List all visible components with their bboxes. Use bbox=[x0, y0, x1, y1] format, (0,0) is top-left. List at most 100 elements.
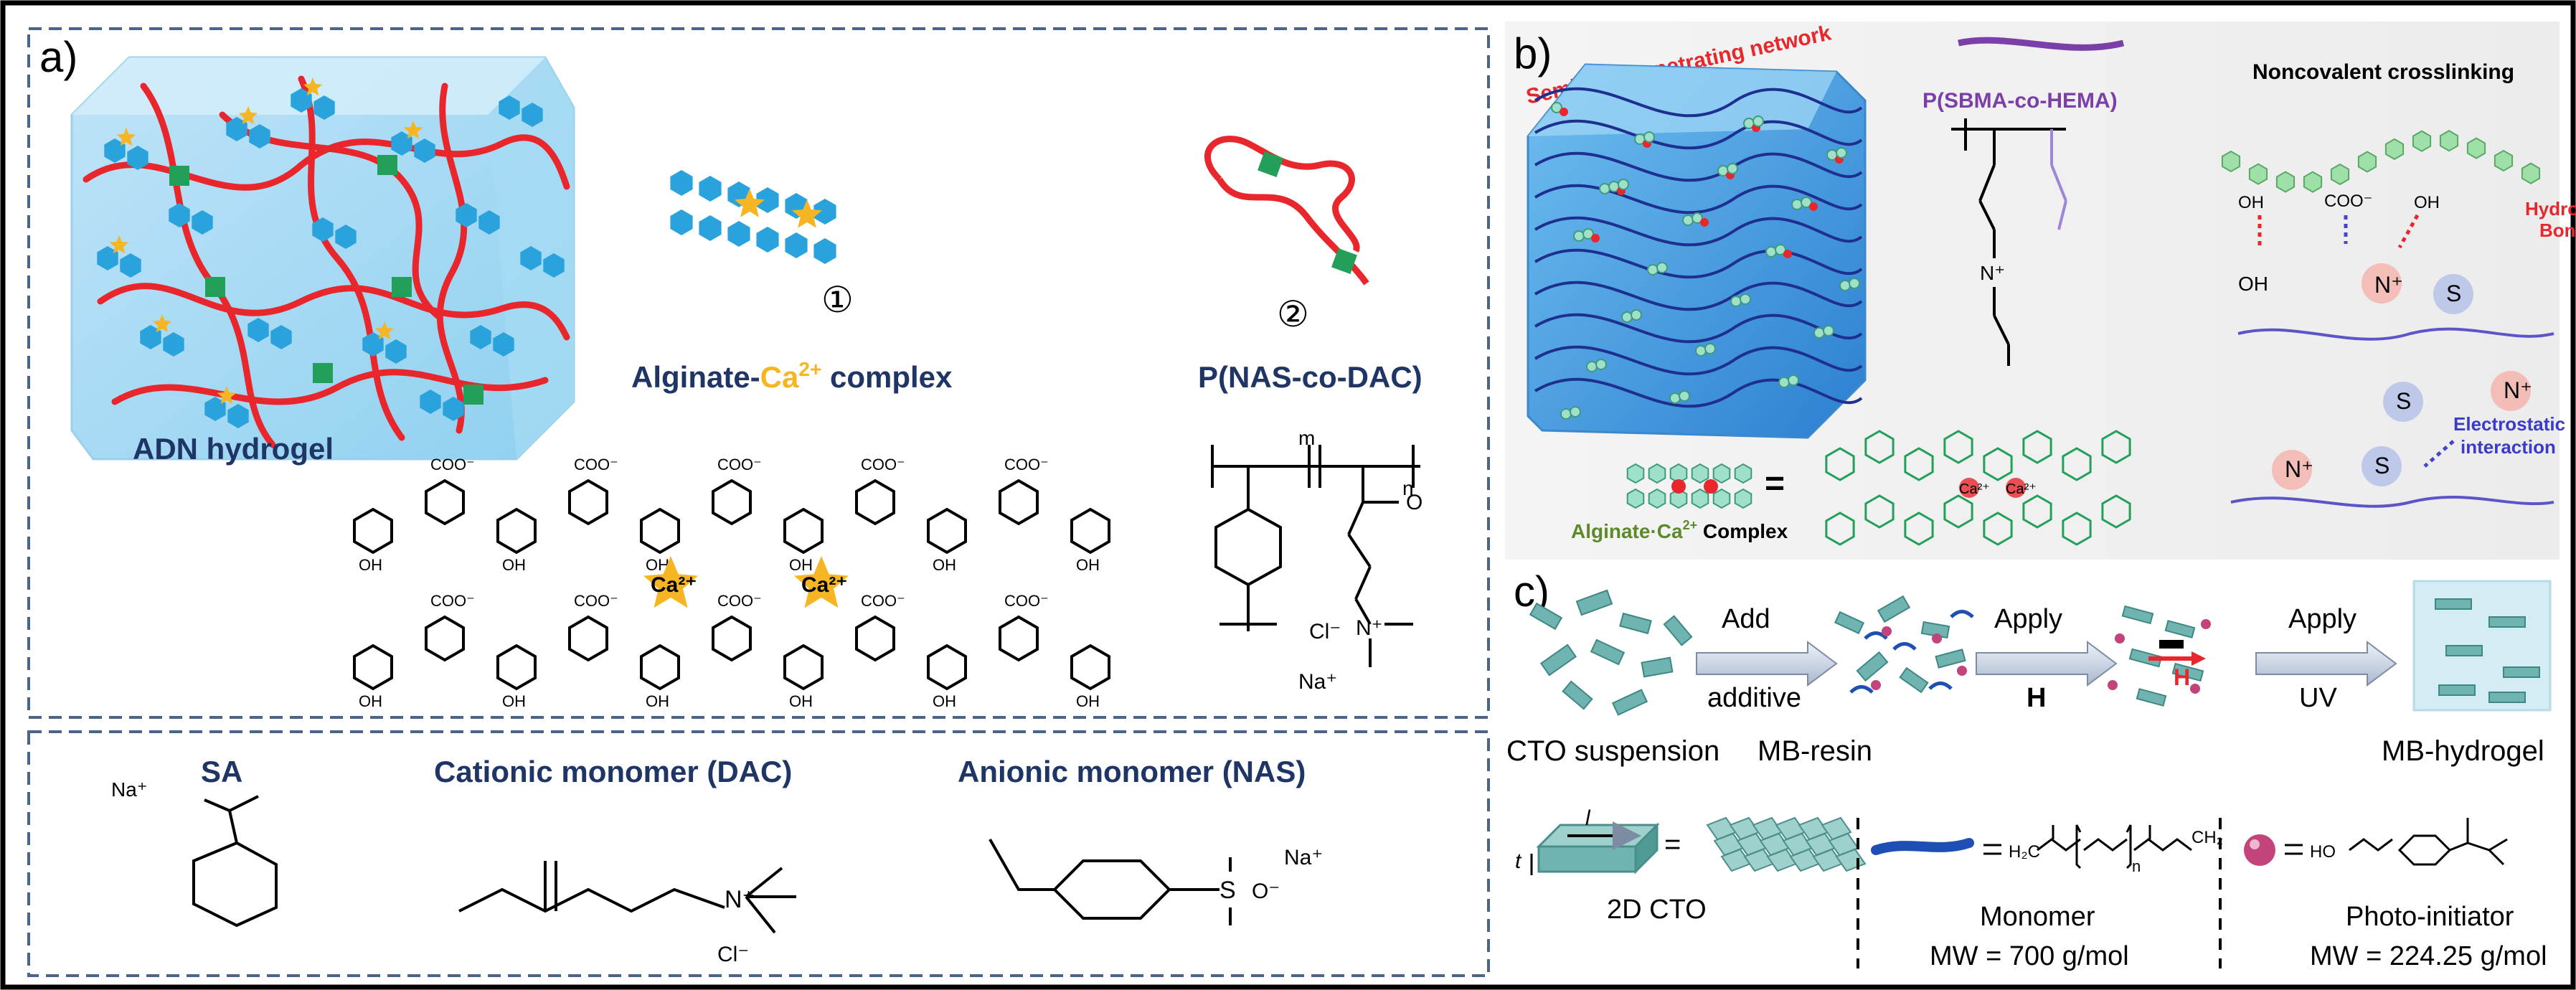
panel-a-bottom-border bbox=[27, 730, 1490, 977]
crosslink-node-4 bbox=[392, 277, 412, 297]
crosslink-title: Noncovalent crosslinking bbox=[2252, 60, 2514, 84]
aligned-platelet-2 bbox=[2164, 620, 2196, 638]
hydrogel-sheet-1 bbox=[2435, 598, 2472, 610]
semi-network-bead-33 bbox=[1582, 228, 1594, 240]
legend-bead-top-5 bbox=[1712, 463, 1731, 484]
aligned-platelet-3 bbox=[2128, 648, 2163, 668]
hydrogen-bond-dashes bbox=[2257, 214, 2420, 249]
legend-bead-bottom-6 bbox=[1734, 488, 1752, 509]
process-arrow-3 bbox=[2255, 641, 2397, 687]
dac-cl: Cl⁻ bbox=[717, 943, 749, 966]
semi-network-bead-40 bbox=[1618, 179, 1629, 190]
red-chain-2 bbox=[97, 283, 570, 341]
alginate-hex-b-11 bbox=[120, 253, 141, 278]
semi-network-chain-5 bbox=[1534, 216, 1863, 247]
crosslink-node-6 bbox=[313, 363, 333, 383]
green-ring-2-8 bbox=[2101, 494, 2131, 529]
aligned-initiator-2 bbox=[2201, 619, 2211, 629]
initiator-ho: HO bbox=[2310, 842, 2336, 862]
semi-network-chain-1 bbox=[1534, 87, 1863, 118]
nas-structure bbox=[989, 839, 1232, 925]
stage3-label: MB-hydrogel bbox=[2382, 735, 2544, 767]
alginate-hex-b-10 bbox=[493, 332, 514, 357]
crosslink-oh-top-2: OH bbox=[2414, 193, 2440, 212]
alginate-hex-a-2 bbox=[169, 203, 190, 227]
alginate-ring-1-2 bbox=[425, 478, 465, 526]
hydrogel-sheet-5 bbox=[2438, 684, 2476, 696]
semi-network-bead-12 bbox=[1778, 377, 1790, 388]
alginate-hex-a-16 bbox=[499, 95, 520, 120]
alginate-ring-1-1 bbox=[353, 507, 393, 555]
hydrogel-sheet-4 bbox=[2503, 666, 2540, 678]
semi-network-chain-9 bbox=[1534, 345, 1863, 376]
crosslink-coo-label: COO⁻ bbox=[2324, 192, 2372, 211]
legend-ca-2 bbox=[1704, 479, 1718, 494]
alginate-ring-2-2 bbox=[425, 615, 465, 662]
copolymer-sub-n: n bbox=[1402, 477, 1414, 499]
initiator-legend bbox=[2244, 818, 2508, 866]
alginate-segments bbox=[97, 77, 565, 428]
copolymer-structure bbox=[1211, 445, 1420, 667]
cto-stack-tile-1-6 bbox=[1821, 816, 1852, 841]
nas-o-minus: O⁻ bbox=[1252, 880, 1280, 903]
alginate-ring-2-9 bbox=[927, 644, 967, 691]
green-ring-1-3 bbox=[1904, 447, 1934, 481]
dac-title: Cationic monomer (DAC) bbox=[434, 755, 792, 788]
alginate-hex-a-15 bbox=[291, 88, 312, 113]
ca-ion-label-2: Ca²⁺ bbox=[801, 573, 847, 597]
complex-hex-top-2 bbox=[699, 176, 722, 202]
alginate-substituent-1-9: OH bbox=[933, 556, 956, 574]
complex-hex-bottom-5 bbox=[785, 232, 808, 258]
resin-initiator-2 bbox=[1932, 633, 1942, 644]
cto-platelet-1 bbox=[1529, 602, 1563, 631]
complex-hex-bottom-1 bbox=[670, 209, 693, 235]
alginate-hex-a-6 bbox=[456, 203, 477, 227]
semi-network-bead-11 bbox=[1730, 296, 1742, 307]
alginate-hex-a-3 bbox=[226, 117, 247, 141]
resin-platelet-2 bbox=[1877, 595, 1911, 623]
alginate-hex-b-14 bbox=[443, 397, 464, 421]
legend-bead-bottom-2 bbox=[1648, 488, 1666, 509]
alginate-substituent-2-6: COO⁻ bbox=[717, 592, 762, 610]
green-ca-dot-1 bbox=[1959, 478, 1979, 498]
panel-c: c) H Add additive Apply H Apply UV CTO s… bbox=[1506, 567, 2552, 971]
ca-star-1 bbox=[643, 556, 698, 608]
semi-network-bead-2 bbox=[1599, 183, 1610, 194]
magnet-bar bbox=[2159, 640, 2184, 649]
alginate-hex-b-2 bbox=[192, 210, 213, 235]
calcium-star-15 bbox=[303, 77, 323, 96]
panel-b: b) Semi-interpenetrating network P(SBMA-… bbox=[1505, 21, 2576, 560]
semi-network-ca-37 bbox=[1783, 250, 1792, 258]
field-h-label: H bbox=[2174, 664, 2190, 690]
cation-highlight-1 bbox=[2362, 263, 2402, 303]
step3-top-label: Apply bbox=[2288, 604, 2356, 634]
sbma-hema-structure bbox=[1951, 118, 2066, 366]
cation-highlight-3 bbox=[2272, 450, 2312, 490]
alginate-substituent-1-1: OH bbox=[359, 556, 382, 574]
crosslink-alginate-chain bbox=[2221, 130, 2541, 193]
crosslink-s-2: S bbox=[2396, 388, 2411, 414]
copolymer-o: O bbox=[1406, 491, 1423, 514]
copolymer-b-label: P(SBMA-co-HEMA) bbox=[1922, 89, 2118, 113]
cto-platelet-7 bbox=[1562, 680, 1593, 710]
alginate-hex-b-5 bbox=[414, 138, 435, 163]
complex-star-1 bbox=[735, 189, 765, 217]
alginate-ring-2-4 bbox=[568, 615, 608, 662]
resin-monomer-3 bbox=[1928, 682, 1953, 690]
legend-bead-bottom-5 bbox=[1712, 488, 1731, 509]
semi-network-chain-10 bbox=[1534, 377, 1863, 408]
crosslink-oh-label: OH bbox=[2238, 273, 2268, 295]
crosslink-bead-9 bbox=[2439, 130, 2459, 152]
field-arrow-head bbox=[2192, 651, 2206, 666]
adn-hydrogel-label: ADN hydrogel bbox=[133, 432, 334, 466]
alginate-substituent-2-9: OH bbox=[933, 692, 956, 710]
complex-hex-bottom-2 bbox=[699, 215, 722, 241]
alginate-ring-1-8 bbox=[855, 478, 895, 526]
cto-l-label: l bbox=[1585, 806, 1591, 830]
semi-network-bead-35 bbox=[1679, 390, 1690, 402]
alginate-complex-label: Alginate-Ca2+ complex bbox=[631, 358, 953, 394]
copolymer-n: N⁺ bbox=[1356, 616, 1383, 640]
hema-branch bbox=[2050, 129, 2067, 230]
semi-ipn-cube bbox=[1527, 63, 1867, 439]
